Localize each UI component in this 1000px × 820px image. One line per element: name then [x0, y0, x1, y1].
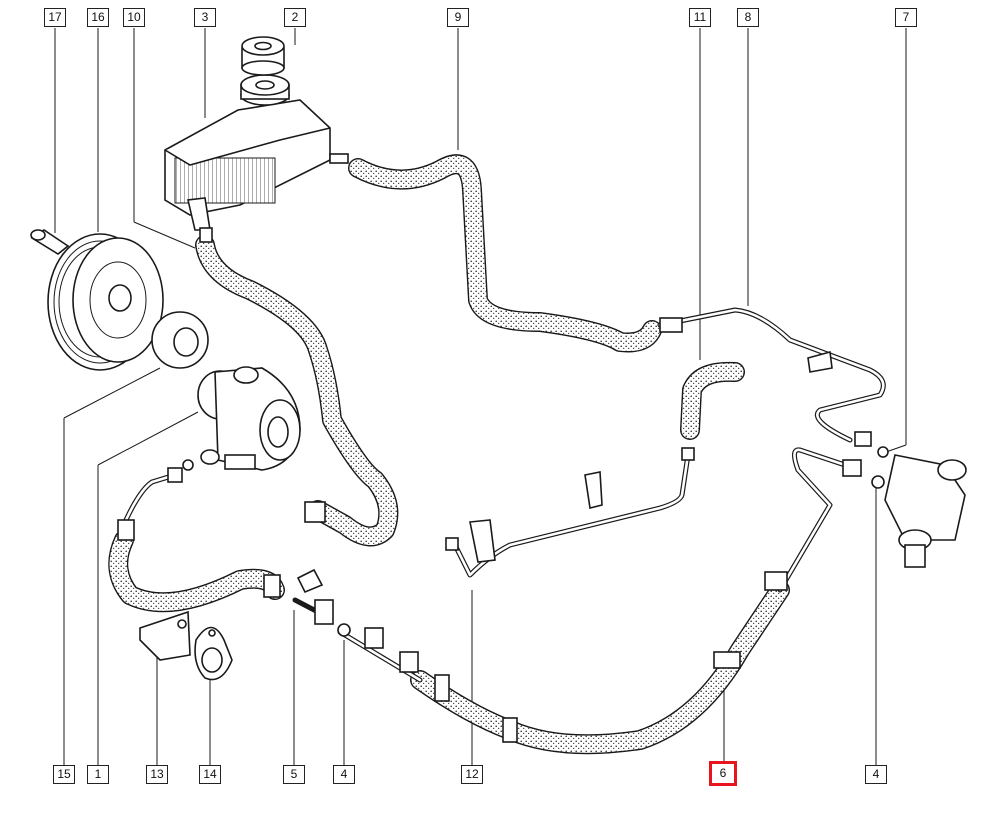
part-label-9: 9: [447, 8, 469, 27]
part-label-4-left: 4: [333, 765, 355, 784]
part-label-12: 12: [461, 765, 483, 784]
part-label-15: 15: [53, 765, 75, 784]
part-label-13: 13: [146, 765, 168, 784]
part-label-16: 16: [87, 8, 109, 27]
reservoir: [164, 74, 349, 231]
part-label-11: 11: [689, 8, 711, 27]
pulley-bolt: [30, 229, 70, 255]
reservoir-cap: [241, 36, 285, 76]
part-label-8: 8: [737, 8, 759, 27]
part-label-10: 10: [123, 8, 145, 27]
part-label-3: 3: [194, 8, 216, 27]
pulley: [47, 233, 164, 371]
rigid-pipes: [123, 307, 886, 683]
part-label-4-right: 4: [865, 765, 887, 784]
part-label-6-highlighted: 6: [709, 761, 737, 786]
part-label-5: 5: [283, 765, 305, 784]
part-label-7: 7: [895, 8, 917, 27]
part-label-17: 17: [44, 8, 66, 27]
leader-lines: [54, 28, 907, 766]
pulley-hub: [151, 311, 209, 369]
fittings: [117, 227, 889, 743]
part-label-2: 2: [284, 8, 306, 27]
part-label-1: 1: [87, 765, 109, 784]
steering-pump: [197, 366, 301, 471]
steering-rack-valve: [884, 454, 967, 568]
brackets: [139, 350, 833, 681]
hoses: [108, 154, 790, 755]
part-label-14: 14: [199, 765, 221, 784]
